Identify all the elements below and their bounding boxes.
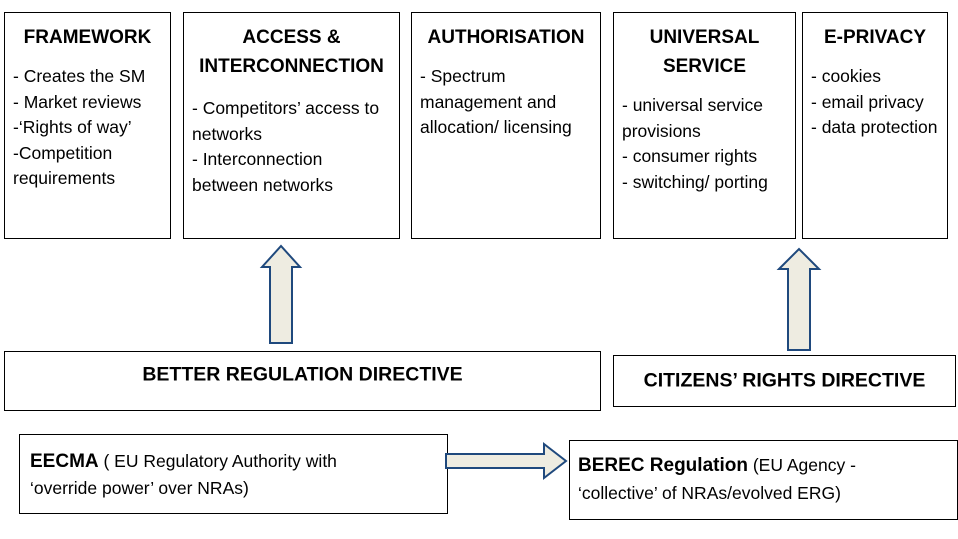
framework-item: - Market reviews — [13, 91, 142, 112]
e-privacy-items: - cookies - email privacy - data protect… — [811, 64, 939, 141]
framework-item: -‘Rights of way’ — [13, 117, 132, 137]
up-arrow-better-regulation-icon — [259, 244, 303, 344]
better-regulation-directive-label: BETTER REGULATION DIRECTIVE — [142, 363, 463, 386]
e-privacy-item: - email privacy — [811, 91, 924, 112]
access-interconnection-items: - Competitors’ access to networks - Inte… — [192, 96, 391, 198]
access-interconnection-item: - Interconnection between networks — [192, 149, 334, 195]
berec-desc-2: ‘collective’ of NRAs/evolved ERG) — [578, 483, 841, 503]
citizens-rights-directive-label: CITIZENS’ RIGHTS DIRECTIVE — [643, 369, 926, 392]
universal-service-box: UNIVERSAL SERVICE - universal service pr… — [613, 12, 796, 239]
framework-title: FRAMEWORK — [23, 27, 152, 48]
access-interconnection-item: - Competitors’ access to networks — [192, 98, 380, 144]
authorisation-box: AUTHORISATION - Spectrum management and … — [411, 12, 601, 239]
eecma-desc-2: ‘override power’ over NRAs) — [30, 478, 249, 498]
berec-box: BEREC Regulation (EU Agency - ‘collectiv… — [569, 440, 958, 520]
framework-item: -Competition requirements — [13, 142, 116, 189]
eecma-line-1: EECMA ( EU Regulatory Authority with — [30, 448, 337, 475]
better-regulation-directive-box: BETTER REGULATION DIRECTIVE — [4, 351, 601, 411]
framework-item: - Creates the SM — [13, 66, 146, 86]
up-arrow-citizens-rights-icon — [776, 247, 822, 351]
universal-service-item: - switching/ porting — [622, 171, 768, 192]
access-interconnection-box: ACCESS & INTERCONNECTION - Competitors’ … — [183, 12, 400, 239]
eecma-name: EECMA — [30, 451, 99, 472]
framework-box: FRAMEWORK - Creates the SM - Market revi… — [4, 12, 171, 239]
eecma-box: EECMA ( EU Regulatory Authority with ‘ov… — [19, 434, 448, 514]
universal-service-item: - universal service provisions — [622, 95, 764, 141]
access-interconnection-title: ACCESS & INTERCONNECTION — [199, 27, 384, 77]
authorisation-item: - Spectrum management and allocation/ li… — [420, 66, 572, 137]
berec-name: BEREC Regulation — [578, 455, 748, 476]
eecma-desc-1: ( EU Regulatory Authority with — [98, 451, 337, 471]
berec-desc-1: (EU Agency - — [747, 455, 856, 475]
universal-service-title: UNIVERSAL SERVICE — [649, 27, 760, 77]
berec-line-1: BEREC Regulation (EU Agency - — [578, 452, 856, 479]
e-privacy-box: E-PRIVACY - cookies - email privacy - da… — [802, 12, 948, 239]
e-privacy-title: E-PRIVACY — [823, 27, 927, 48]
universal-service-items: - universal service provisions - consume… — [622, 93, 787, 195]
framework-items: - Creates the SM - Market reviews -‘Righ… — [13, 64, 162, 192]
e-privacy-item: - cookies — [811, 66, 882, 86]
universal-service-item: - consumer rights — [622, 146, 758, 166]
authorisation-title: AUTHORISATION — [427, 27, 585, 48]
right-arrow-eecma-to-berec-icon — [445, 441, 568, 481]
citizens-rights-directive-box: CITIZENS’ RIGHTS DIRECTIVE — [613, 355, 956, 407]
e-privacy-item: - data protection — [811, 117, 938, 137]
authorisation-items: - Spectrum management and allocation/ li… — [420, 64, 592, 141]
